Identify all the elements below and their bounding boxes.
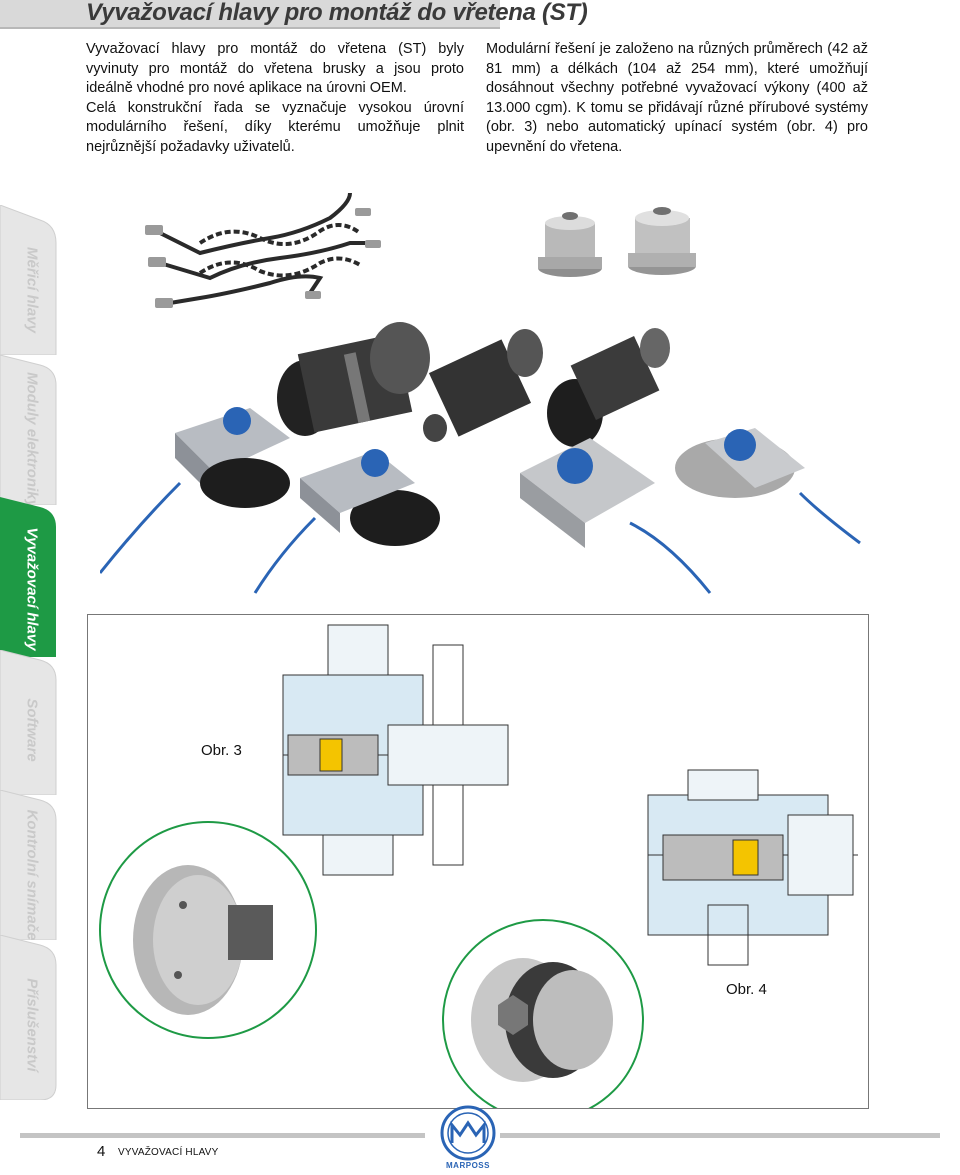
page-title: Vyvažovací hlavy pro montáž do vřetena (…	[86, 0, 588, 26]
fig4-inset	[442, 919, 644, 1121]
product-photos	[100, 192, 861, 594]
module-photo-2	[253, 449, 440, 594]
intro-right-column: Modulární řešení je založeno na různých …	[486, 40, 868, 158]
intro-left-column: Vyvažovací hlavy pro montáž do vřetena (…	[86, 40, 464, 158]
side-tab-label: Moduly elektroniky	[23, 372, 41, 508]
side-tab-meric-hlavy[interactable]: Měřicí hlavy	[0, 205, 64, 355]
footer-rule-right	[500, 1133, 940, 1138]
module-photo-3	[520, 438, 712, 594]
side-tabs: Měřicí hlavy Moduly elektroniky Vyvažova…	[0, 205, 66, 1100]
technical-drawing	[99, 624, 858, 1121]
side-tab-kontrolni-snimace[interactable]: Kontrolní snímače	[0, 790, 64, 940]
footer-section-label: VYVAŽOVACÍ HLAVY	[118, 1147, 219, 1158]
module-photo-4	[675, 428, 861, 545]
technical-drawing-frame: Obr. 3 Obr. 4	[87, 614, 869, 1121]
flange-photo-2	[628, 207, 696, 275]
cable-photo	[159, 192, 375, 305]
fig3-label: Obr. 3	[201, 742, 242, 759]
side-tab-label: Měřicí hlavy	[23, 247, 41, 333]
module-photo-1	[100, 407, 290, 574]
balancing-head-photo-2	[423, 329, 543, 442]
flange-photo-1	[538, 212, 602, 277]
side-tab-label: Software	[23, 698, 41, 762]
side-tab-software[interactable]: Software	[0, 650, 64, 795]
side-tab-vyvazovaci-hlavy[interactable]: Vyvažovací hlavy	[0, 497, 64, 657]
assembly-drawing-fig3	[282, 624, 509, 876]
fig4-label: Obr. 4	[726, 981, 767, 998]
side-tab-label: Příslušenství	[23, 978, 41, 1072]
cable-connectors	[145, 208, 381, 308]
side-tab-prislusenstvi[interactable]: Příslušenství	[0, 935, 64, 1100]
side-tab-label: Kontrolní snímače	[23, 809, 41, 941]
side-tab-moduly-elektroniky[interactable]: Moduly elektroniky	[0, 355, 64, 508]
intro-paragraph-1: Vyvažovací hlavy pro montáž do vřetena (…	[86, 41, 464, 97]
assembly-drawing-fig4	[647, 769, 858, 966]
balancing-head-photo-3	[547, 328, 670, 447]
marposs-logo-icon	[440, 1105, 496, 1161]
intro-paragraph-2: Celá konstrukční řada se vyznačuje vysok…	[86, 99, 464, 155]
footer-rule-left	[20, 1133, 425, 1138]
fig3-inset	[99, 821, 317, 1039]
marposs-wordmark: MARPOSS	[446, 1161, 490, 1170]
title-bar	[0, 0, 500, 29]
intro-paragraph-3: Modulární řešení je založeno na různých …	[486, 41, 868, 155]
page-number: 4	[97, 1143, 106, 1160]
side-tab-label: Vyvažovací hlavy	[23, 527, 41, 651]
balancing-head-photo-1	[277, 322, 430, 436]
